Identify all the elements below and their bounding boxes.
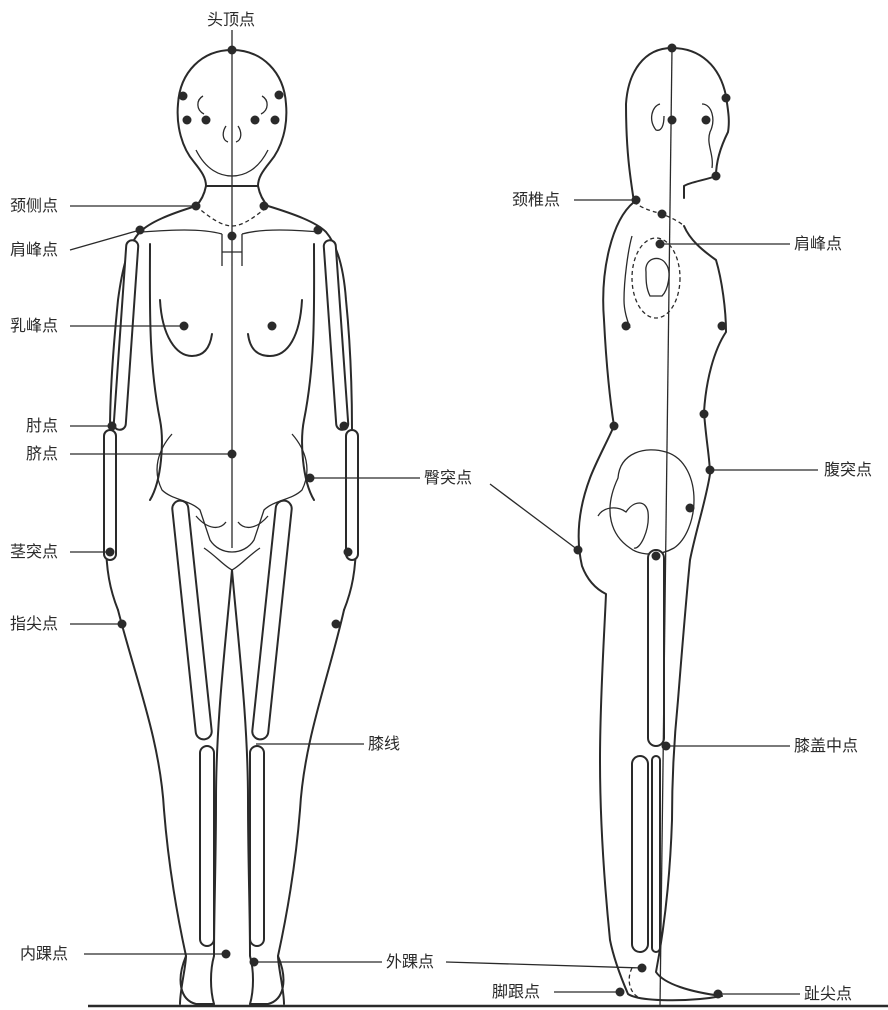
label-head-top: 头顶点: [207, 10, 255, 30]
point-hip-right: [306, 474, 315, 483]
point-wrist-right: [344, 548, 353, 557]
point-bust-right: [268, 322, 277, 331]
front-eye-left: [198, 96, 204, 114]
point-eye-left: [202, 116, 211, 125]
front-eye-right: [261, 96, 267, 114]
point-neck-side-right: [260, 202, 269, 211]
front-inner-arm-right: [302, 244, 314, 500]
front-legs: [118, 570, 344, 1004]
point-toe: [714, 990, 723, 999]
point-kneecap: [662, 742, 671, 751]
leader-buttock-side: [490, 484, 578, 550]
point-abdomen: [706, 466, 715, 475]
label-abdomen: 腹突点: [824, 460, 872, 480]
side-ear: [652, 104, 664, 130]
point-buttock: [574, 546, 583, 555]
point-ear-left: [183, 116, 192, 125]
point-outer-ankle: [250, 958, 259, 967]
front-femur-right: [252, 500, 293, 740]
label-neck-side: 颈侧点: [10, 196, 58, 216]
front-torso: [106, 206, 356, 610]
point-side-shoulder: [656, 240, 665, 249]
point-side-hip-front: [686, 504, 695, 513]
point-side-ear: [668, 116, 677, 125]
point-shoulder-right: [314, 226, 323, 235]
front-tibia-right: [250, 746, 264, 946]
point-side-trochanter: [652, 552, 661, 561]
label-cervical: 颈椎点: [512, 190, 560, 210]
label-navel: 脐点: [26, 444, 58, 464]
side-view-figure: [579, 48, 729, 1006]
front-humerus-left: [113, 240, 138, 430]
front-forearm-right: [346, 430, 358, 560]
label-shoulder-front: 肩峰点: [10, 240, 58, 260]
side-shoulder-outline: [632, 238, 680, 318]
point-neck-side-left: [192, 202, 201, 211]
point-bust-left: [180, 322, 189, 331]
label-heel: 脚跟点: [492, 982, 540, 1002]
side-tibia: [632, 756, 648, 952]
side-shoulder-joint: [646, 258, 669, 296]
side-fibula: [652, 756, 660, 952]
side-femur: [648, 550, 664, 746]
side-arm-bone: [624, 236, 632, 328]
point-shoulder-left: [136, 226, 145, 235]
label-wrist: 茎突点: [10, 542, 58, 562]
label-fingertip: 指尖点: [10, 614, 58, 634]
label-elbow: 肘点: [26, 416, 58, 436]
front-femur-left: [172, 500, 213, 740]
label-outer-ankle: 外踝点: [386, 952, 434, 972]
label-bust: 乳峰点: [10, 316, 58, 336]
point-ear-left-top: [179, 92, 188, 101]
label-kneecap: 膝盖中点: [794, 736, 858, 756]
point-side-bust: [718, 322, 727, 331]
point-head-top: [228, 46, 237, 55]
point-side-waist-back: [610, 422, 619, 431]
front-pubis: [204, 548, 260, 570]
point-heel: [616, 988, 625, 997]
side-pelvis: [610, 450, 694, 554]
point-side-forehead: [722, 94, 731, 103]
point-inner-ankle: [222, 950, 231, 959]
point-navel: [228, 450, 237, 459]
label-shoulder-side: 肩峰点: [794, 234, 842, 254]
front-feet: [181, 956, 284, 1004]
point-elbow-right: [340, 422, 349, 431]
point-side-eye: [702, 116, 711, 125]
label-buttock: 臀突点: [424, 468, 472, 488]
side-foot-bones: [629, 968, 640, 998]
label-toe: 趾尖点: [804, 984, 852, 1004]
point-wrist-left: [106, 548, 115, 557]
side-pelvis-inner: [598, 503, 648, 548]
point-cervical: [632, 196, 641, 205]
point-elbow-left: [108, 422, 117, 431]
front-tibia-left: [200, 746, 214, 946]
point-side-head-top: [668, 44, 677, 53]
point-ear-right-top: [275, 91, 284, 100]
point-side-back: [622, 322, 631, 331]
label-knee-line: 膝线: [368, 734, 400, 754]
point-fingertip-left: [118, 620, 127, 629]
point-side-chin: [712, 172, 721, 181]
front-view-figure: [104, 50, 358, 1004]
point-side-waist-front: [700, 410, 709, 419]
point-side-neck: [658, 210, 667, 219]
point-fingertip-right: [332, 620, 341, 629]
front-forearm-left: [104, 430, 116, 560]
point-eye-right: [251, 116, 260, 125]
front-humerus-right: [323, 240, 348, 430]
point-side-ankle: [638, 964, 647, 973]
leader-outer-ankle-side: [446, 962, 642, 968]
point-ear-right: [271, 116, 280, 125]
front-inner-arm-left: [150, 244, 162, 500]
label-inner-ankle: 内踝点: [20, 944, 68, 964]
side-face: [702, 104, 713, 168]
point-sternum: [228, 232, 237, 241]
